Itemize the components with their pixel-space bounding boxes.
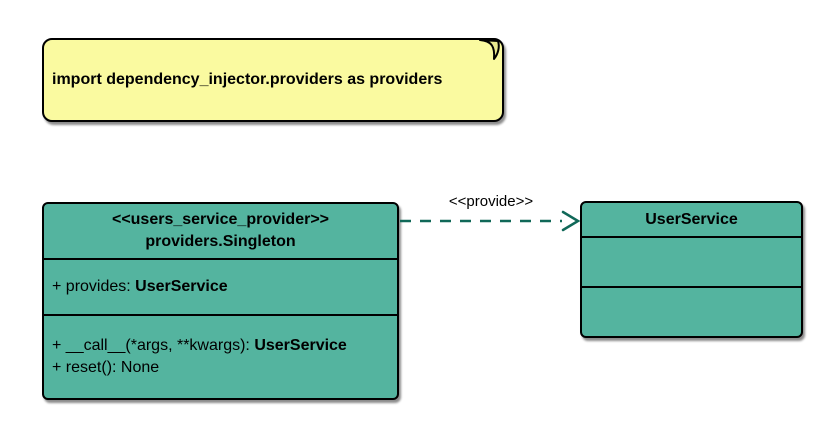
- class-name: providers.Singleton: [145, 233, 296, 250]
- note-fold-icon: [479, 39, 500, 60]
- class-users-service-provider: <<users_service_provider>> providers.Sin…: [42, 202, 399, 400]
- class-stereotype: <<users_service_provider>>: [111, 211, 330, 228]
- arrow-head-icon: [561, 210, 581, 232]
- provide-arrow: <<provide>>: [400, 193, 581, 232]
- relation-label: <<provide>>: [449, 193, 533, 210]
- member-text: + __call__(*args, **kwargs):: [52, 337, 255, 354]
- member-type: UserService: [135, 278, 228, 295]
- class-attributes-section: + provides: UserService: [44, 260, 397, 316]
- class-header: <<users_service_provider>> providers.Sin…: [44, 204, 397, 260]
- note: import dependency_injector.providers as …: [42, 38, 504, 122]
- attribute-provides: + provides: UserService: [44, 276, 228, 298]
- note-fold-crease: [479, 39, 500, 60]
- member-text: + reset(): None: [52, 359, 160, 376]
- class-methods-section-empty: [582, 288, 801, 336]
- note-text: import dependency_injector.providers as …: [52, 71, 443, 88]
- class-header: UserService: [582, 203, 801, 238]
- method-call: + __call__(*args, **kwargs): UserService: [44, 335, 397, 357]
- class-methods-section: + __call__(*args, **kwargs): UserService…: [44, 316, 397, 398]
- class-user-service: UserService: [580, 201, 803, 338]
- member-text: + provides:: [52, 278, 136, 295]
- member-type: UserService: [254, 337, 347, 354]
- class-name: UserService: [645, 210, 738, 228]
- method-reset: + reset(): None: [44, 357, 397, 379]
- class-attributes-section-empty: [582, 238, 801, 288]
